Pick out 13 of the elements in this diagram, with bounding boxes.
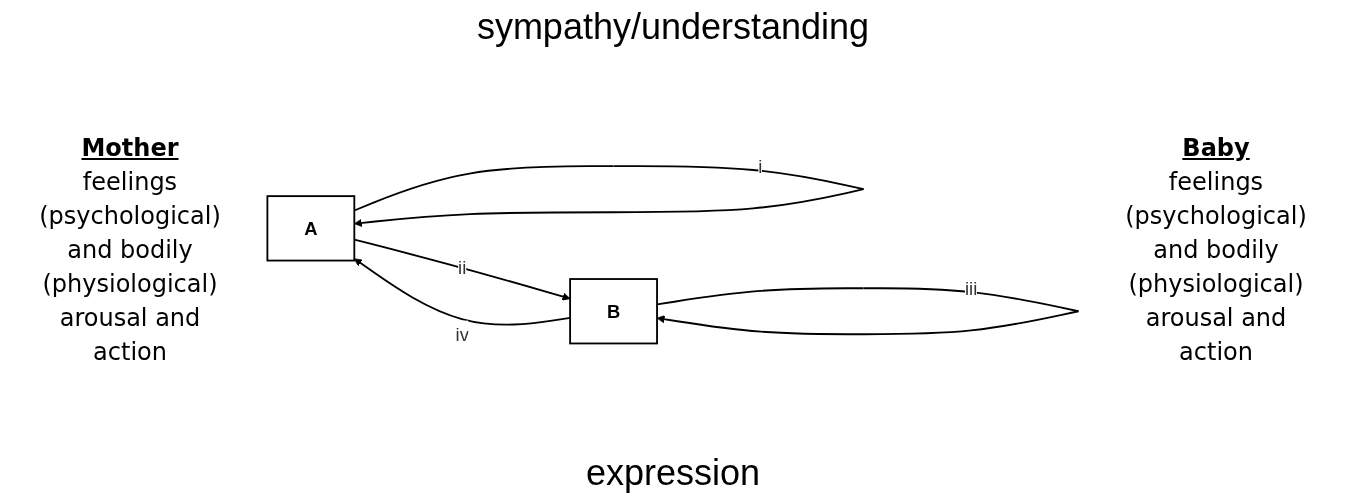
edge-label: ii xyxy=(458,257,467,278)
arrow xyxy=(353,258,571,326)
edge-label: i xyxy=(758,155,763,177)
node-box: B xyxy=(569,277,658,345)
description-text: feelings (psychological) and bodily (physiological) arousal and action xyxy=(38,167,222,368)
edge-label: iii xyxy=(964,277,978,299)
edge-label: iv xyxy=(455,323,469,345)
heading: Baby xyxy=(1182,133,1250,164)
arc-caption: expression xyxy=(585,452,761,494)
description-text: feelings (psychological) and bodily (physiological) arousal and action xyxy=(1124,167,1308,368)
arc-caption: sympathy/understanding xyxy=(476,6,870,48)
node-box: A xyxy=(266,195,356,262)
heading: Mother xyxy=(81,133,179,164)
